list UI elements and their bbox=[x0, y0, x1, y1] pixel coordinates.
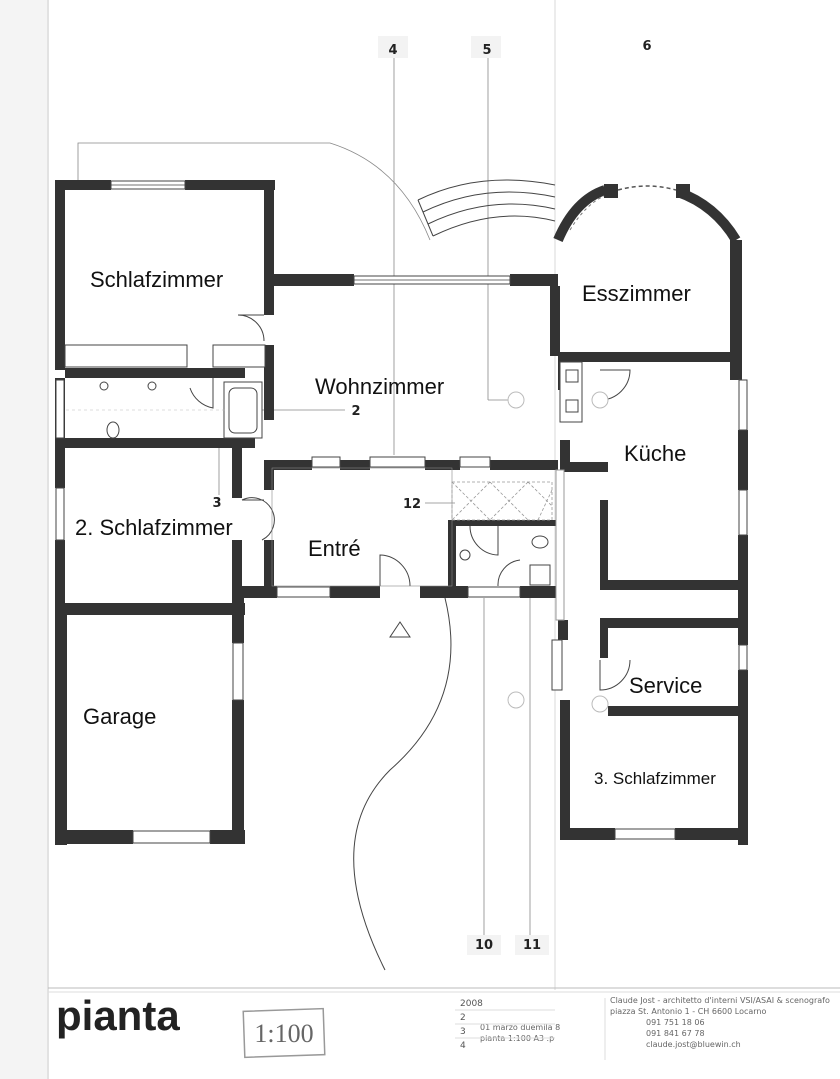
axis-marker-10: 10 bbox=[475, 938, 493, 953]
section-marker-12: 12 bbox=[403, 497, 421, 512]
revision-year: 2008 bbox=[460, 999, 483, 1009]
room-label-schlafzimmer-2: 2. Schlafzimmer bbox=[75, 515, 233, 540]
office-line-1: Claude Jost - architetto d'interni VSI/A… bbox=[610, 996, 830, 1005]
drawing-scale: 1:100 bbox=[254, 1019, 313, 1048]
entry-triangle-icon bbox=[389, 621, 411, 638]
axis-marker-4: 4 bbox=[388, 43, 397, 58]
room-label-esszimmer: Esszimmer bbox=[582, 281, 691, 306]
room-label-entre: Entré bbox=[308, 536, 361, 561]
room-label-wohnzimmer: Wohnzimmer bbox=[315, 374, 444, 399]
section-marker-3: 3 bbox=[212, 496, 221, 511]
axis-lines bbox=[218, 50, 531, 935]
office-email: claude.jost@bluewin.ch bbox=[646, 1040, 741, 1049]
room-label-service: Service bbox=[629, 673, 702, 698]
office-fax: 091 841 67 78 bbox=[646, 1029, 705, 1038]
office-line-2: piazza St. Antonio 1 - CH 6600 Locarno bbox=[610, 1007, 766, 1016]
drawing-title: pianta bbox=[56, 992, 180, 1039]
axis-marker-5: 5 bbox=[482, 43, 491, 58]
section-marker-2: 2 bbox=[351, 404, 360, 419]
title-block: pianta 1:100 2008 2 3 4 01 marzo duemila… bbox=[48, 987, 840, 1060]
revision-4: 4 bbox=[460, 1041, 466, 1051]
room-labels: Schlafzimmer Wohnzimmer Esszimmer Küche … bbox=[75, 267, 716, 788]
tile-pattern bbox=[451, 481, 553, 521]
revision-2: 2 bbox=[460, 1013, 466, 1023]
room-label-schlafzimmer: Schlafzimmer bbox=[90, 267, 223, 292]
office-phone: 091 751 18 06 bbox=[646, 1018, 705, 1027]
revision-3: 3 bbox=[460, 1027, 466, 1037]
room-label-garage: Garage bbox=[83, 704, 156, 729]
site-curves bbox=[77, 142, 556, 971]
axis-marker-11: 11 bbox=[523, 938, 541, 953]
room-label-schlafzimmer-3: 3. Schlafzimmer bbox=[594, 769, 716, 788]
fixtures bbox=[66, 381, 609, 713]
axis-markers: 4 5 6 10 11 2 3 12 bbox=[212, 36, 652, 955]
axis-marker-6: 6 bbox=[642, 39, 651, 54]
windows bbox=[55, 180, 748, 844]
paper-edge bbox=[0, 0, 48, 1079]
bay-window bbox=[553, 184, 741, 243]
walls bbox=[55, 180, 748, 845]
revision-note: 01 marzo duemila 8 bbox=[480, 1023, 560, 1032]
partitions bbox=[64, 344, 583, 691]
room-label-kueche: Küche bbox=[624, 441, 686, 466]
